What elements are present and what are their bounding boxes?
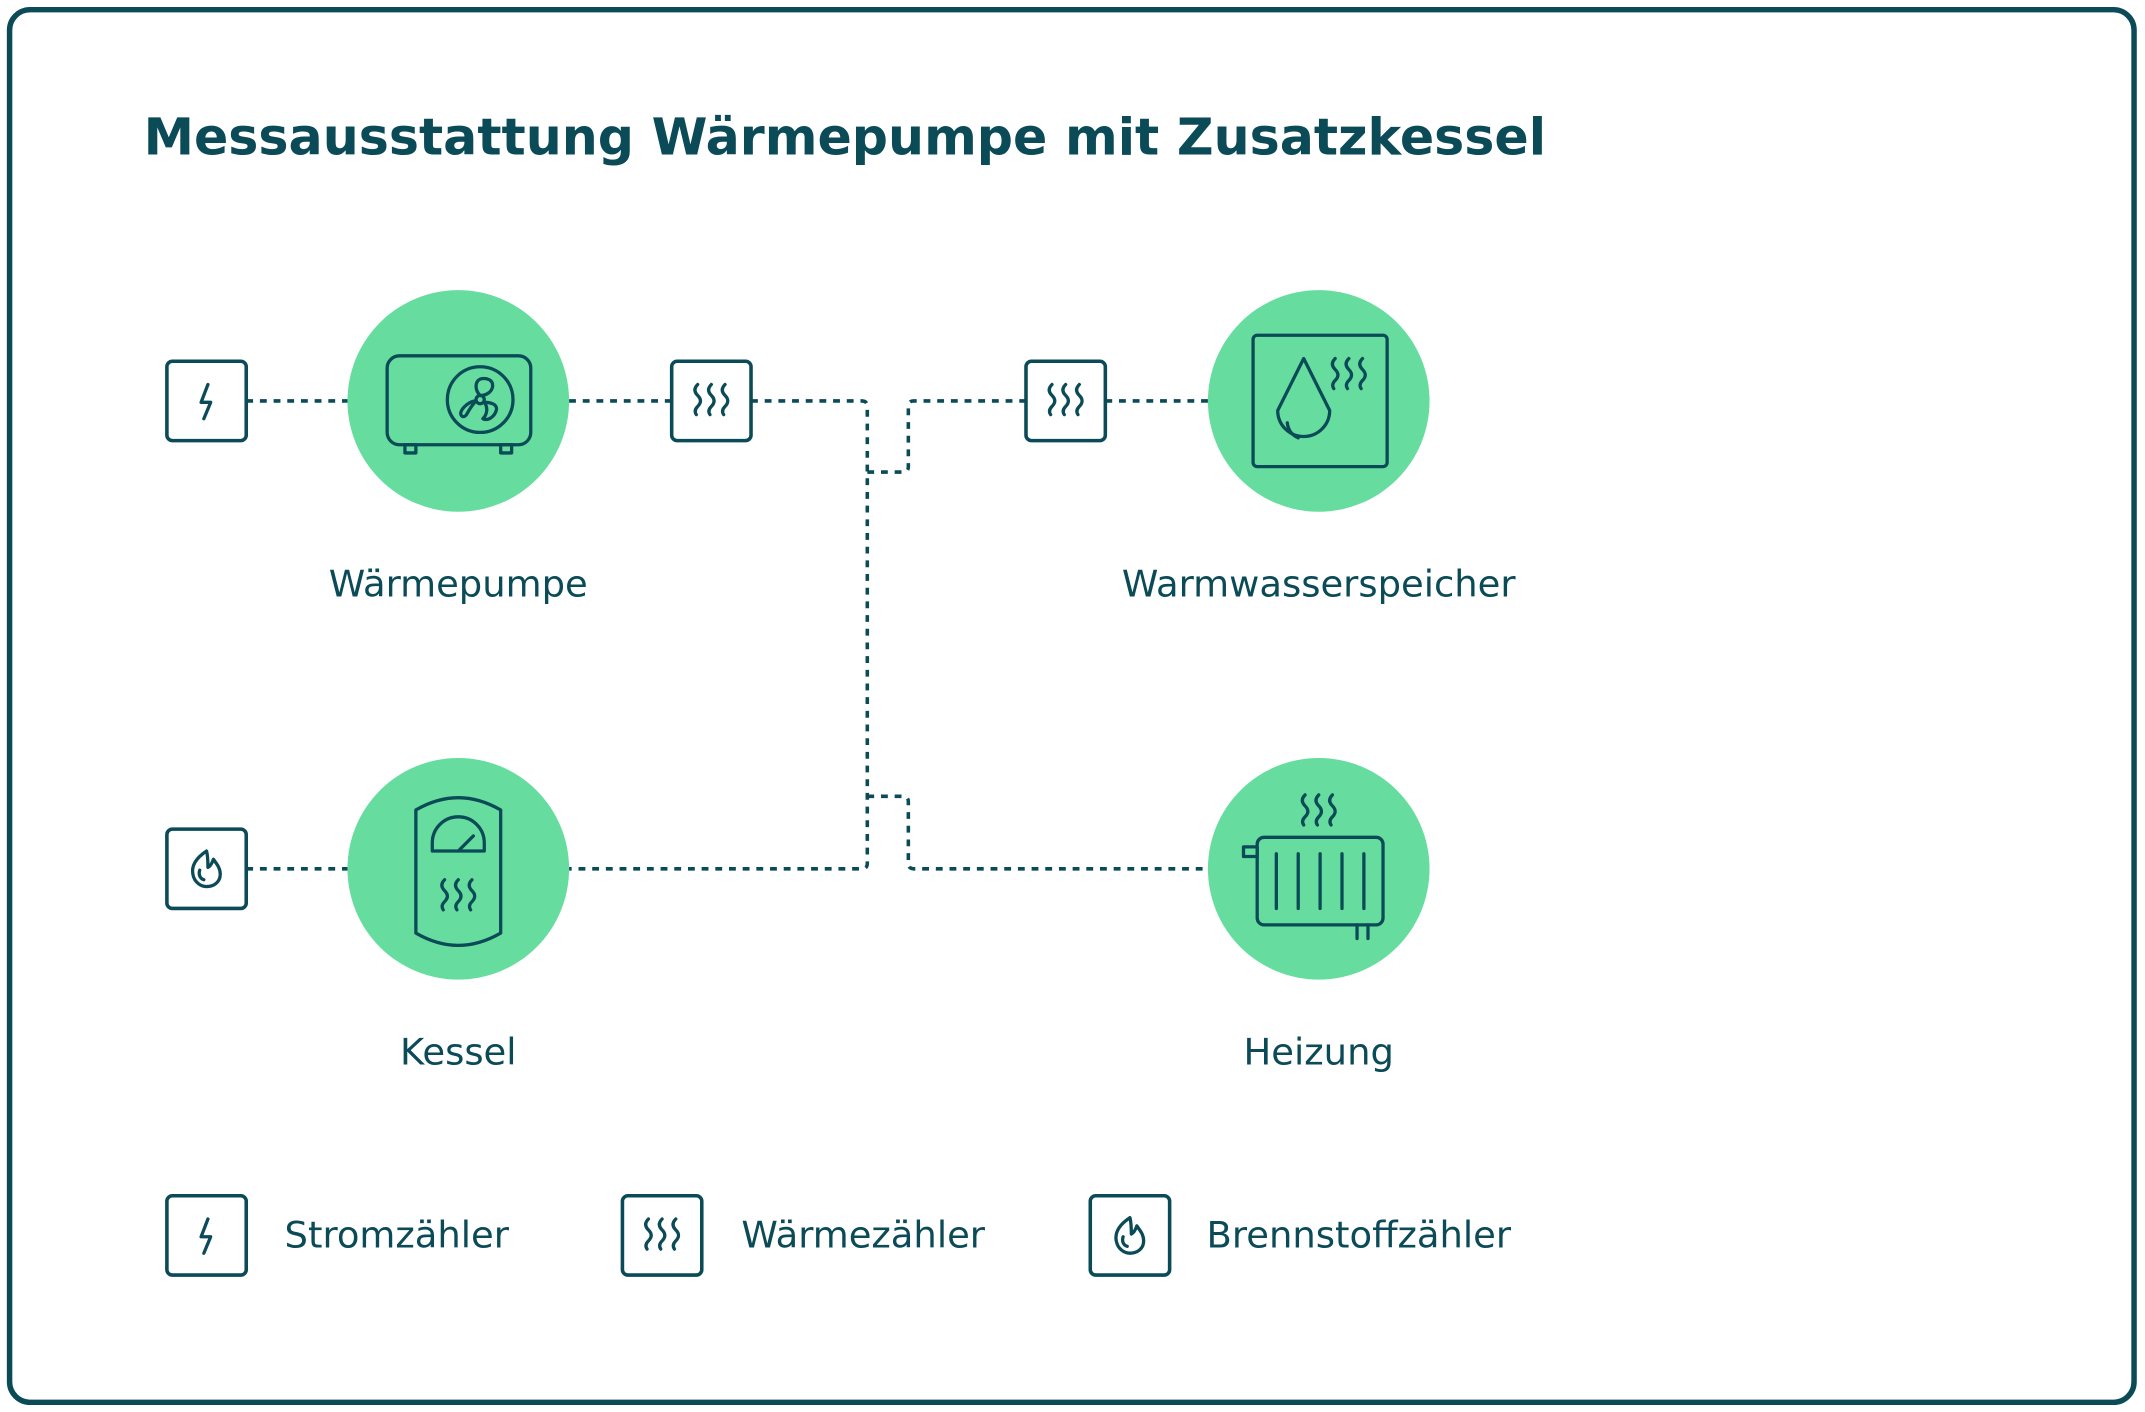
water-tank-icon <box>1251 333 1389 469</box>
heat-meter-storage <box>1024 359 1108 443</box>
node-label: Kessel <box>400 1030 517 1073</box>
legend-item-brennstoff: Brennstoffzähler <box>1088 1193 1512 1277</box>
boiler-icon <box>414 796 503 948</box>
node-kessel: Kessel <box>347 757 570 1073</box>
legend: Stromzähler Wärmezähler Brennstoffzähler <box>165 1193 1512 1277</box>
page-title: Messausstattung Wärmepumpe mit Zusatzkes… <box>144 108 1546 167</box>
heat-pump-icon <box>385 354 533 455</box>
node-label: Warmwasserspeicher <box>1122 563 1517 606</box>
node-heizung: Heizung <box>1207 757 1430 1073</box>
legend-item-waerme: Wärmezähler <box>620 1193 986 1277</box>
legend-label: Stromzähler <box>285 1214 510 1257</box>
electricity-meter <box>165 359 249 443</box>
node-label: Wärmepumpe <box>329 563 588 606</box>
heat-meter-pump <box>669 359 753 443</box>
fuel-meter <box>165 827 249 911</box>
radiator-icon <box>1241 793 1385 941</box>
node-waermepumpe: Wärmepumpe <box>329 290 588 606</box>
frame <box>6 6 2137 1406</box>
connection-lines <box>246 399 1208 871</box>
node-label: Heizung <box>1244 1030 1394 1073</box>
legend-item-strom: Stromzähler <box>165 1193 510 1277</box>
legend-label: Wärmezähler <box>741 1214 985 1257</box>
node-warmwasserspeicher: Warmwasserspeicher <box>1122 290 1517 606</box>
legend-label: Brennstoffzähler <box>1207 1214 1512 1257</box>
